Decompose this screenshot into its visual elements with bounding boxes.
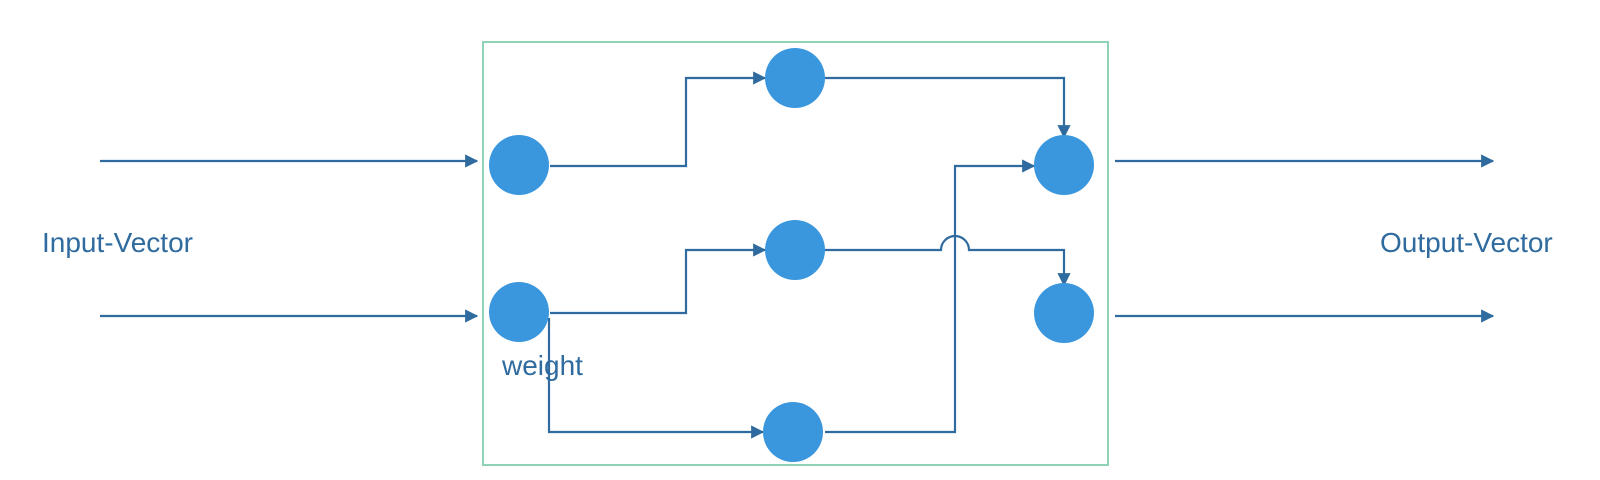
input-node-1 (489, 135, 549, 195)
hidden-node-2 (765, 220, 825, 280)
edge-input2-hidden2 (550, 243, 767, 315)
weight-label: weight (501, 350, 583, 381)
input-node-2 (489, 282, 549, 342)
output-node-2 (1034, 283, 1094, 343)
output-vector-label: Output-Vector (1380, 227, 1553, 258)
input-vector-label: Input-Vector (42, 227, 193, 258)
edge-input2-hidden3 (547, 318, 765, 439)
hidden-node-3 (763, 402, 823, 462)
output-node-1 (1034, 135, 1094, 195)
edge-hidden3-output1 (825, 159, 1036, 434)
edge-hidden1-output1 (825, 76, 1071, 139)
edge-input1-hidden1 (550, 71, 767, 168)
network-frame (482, 41, 1109, 466)
edge-hidden2-output2 (825, 234, 1071, 287)
hidden-node-1 (765, 48, 825, 108)
